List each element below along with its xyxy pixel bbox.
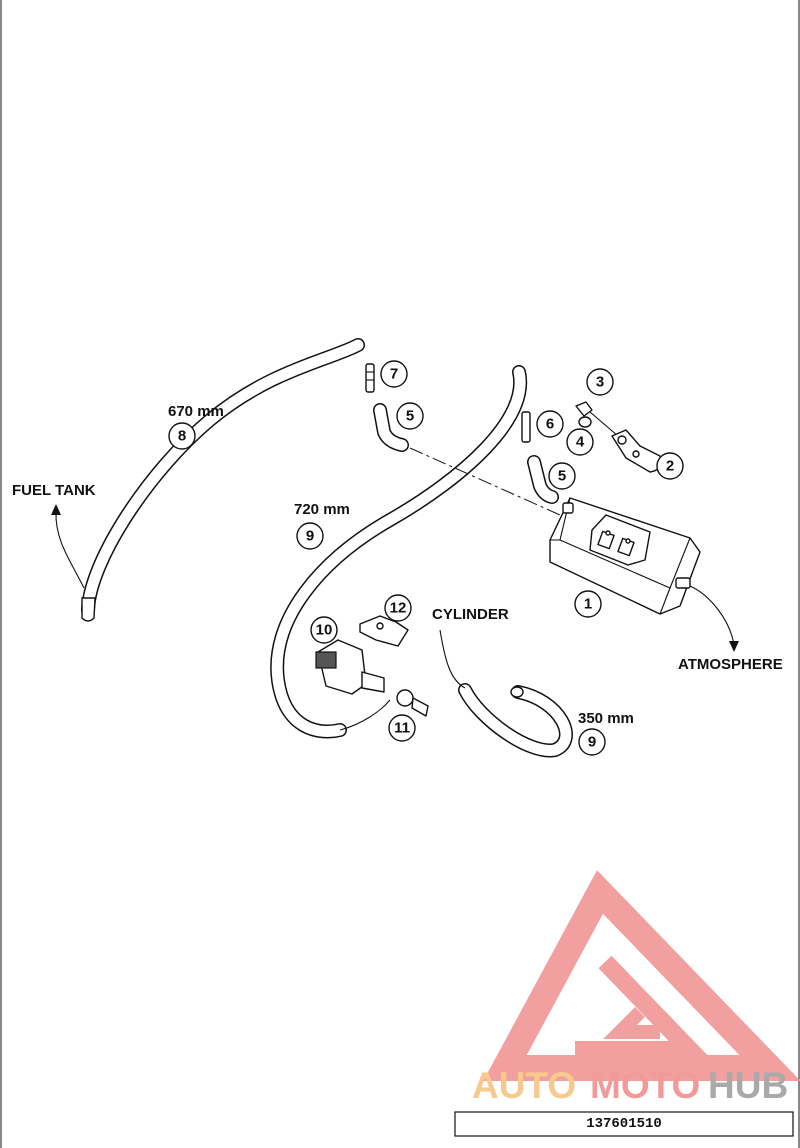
- watermark-text: AUTO MOTO HUB: [472, 1065, 788, 1106]
- elbow-5-left: [373, 403, 409, 452]
- bolt-3: [575, 401, 619, 437]
- callout-7: 7: [380, 360, 408, 388]
- svg-text:12: 12: [390, 600, 407, 617]
- svg-text:1: 1: [584, 596, 592, 613]
- fuel-tank-label: FUEL TANK: [12, 482, 96, 499]
- svg-text:8: 8: [178, 428, 186, 445]
- svg-text:10: 10: [316, 622, 333, 639]
- svg-text:HUB: HUB: [708, 1065, 788, 1106]
- callout-9-long: 9: [296, 522, 324, 550]
- svg-text:AUTO: AUTO: [472, 1065, 576, 1106]
- callout-1: 1: [574, 590, 602, 618]
- callout-12: 12: [384, 594, 412, 622]
- part-number: 137601510: [586, 1116, 662, 1132]
- svg-text:7: 7: [390, 366, 398, 383]
- alignment-line: [409, 447, 561, 516]
- canister-1: [549, 497, 701, 615]
- callout-11: 11: [388, 714, 416, 742]
- hose-8: [81, 338, 365, 622]
- callout-5-right: 5: [548, 462, 576, 490]
- callout-8: 8: [168, 422, 196, 450]
- callout-9-short: 9: [578, 728, 606, 756]
- svg-text:9: 9: [306, 528, 314, 545]
- atmosphere-label: ATMOSPHERE: [678, 656, 783, 673]
- cylinder-label: CYLINDER: [432, 606, 509, 623]
- watermark-logo: [483, 870, 800, 1081]
- callout-3: 3: [586, 368, 614, 396]
- callout-2: 2: [656, 452, 684, 480]
- length-670-label: 670 mm: [168, 403, 224, 420]
- fuel-tank-arrow: [51, 504, 85, 589]
- fitting-6: [521, 411, 531, 443]
- callout-4: 4: [566, 428, 594, 456]
- hose-9-long: [270, 365, 528, 739]
- clamp-11: [396, 689, 429, 717]
- svg-text:5: 5: [406, 408, 414, 425]
- washer-4: [578, 416, 592, 428]
- part-number-box: 137601510: [454, 1111, 794, 1137]
- callout-10: 10: [310, 616, 338, 644]
- svg-text:11: 11: [394, 720, 410, 737]
- svg-text:MOTO: MOTO: [590, 1065, 700, 1106]
- elbow-5-right: [527, 455, 559, 504]
- svg-text:3: 3: [596, 374, 604, 391]
- fitting-7: [365, 363, 375, 393]
- atmosphere-arrow: [689, 585, 739, 652]
- svg-text:5: 5: [558, 468, 566, 485]
- svg-text:4: 4: [576, 434, 585, 451]
- svg-text:6: 6: [546, 416, 554, 433]
- svg-text:9: 9: [588, 734, 596, 751]
- callout-6: 6: [536, 410, 564, 438]
- svg-text:2: 2: [666, 458, 674, 475]
- length-720-label: 720 mm: [294, 501, 350, 518]
- length-350-label: 350 mm: [578, 710, 634, 727]
- bracket-2: [611, 429, 662, 473]
- bracket-12: [359, 615, 409, 647]
- hose-9-short: [439, 629, 573, 758]
- callout-5-left: 5: [396, 402, 424, 430]
- purge-valve-10: [315, 639, 385, 695]
